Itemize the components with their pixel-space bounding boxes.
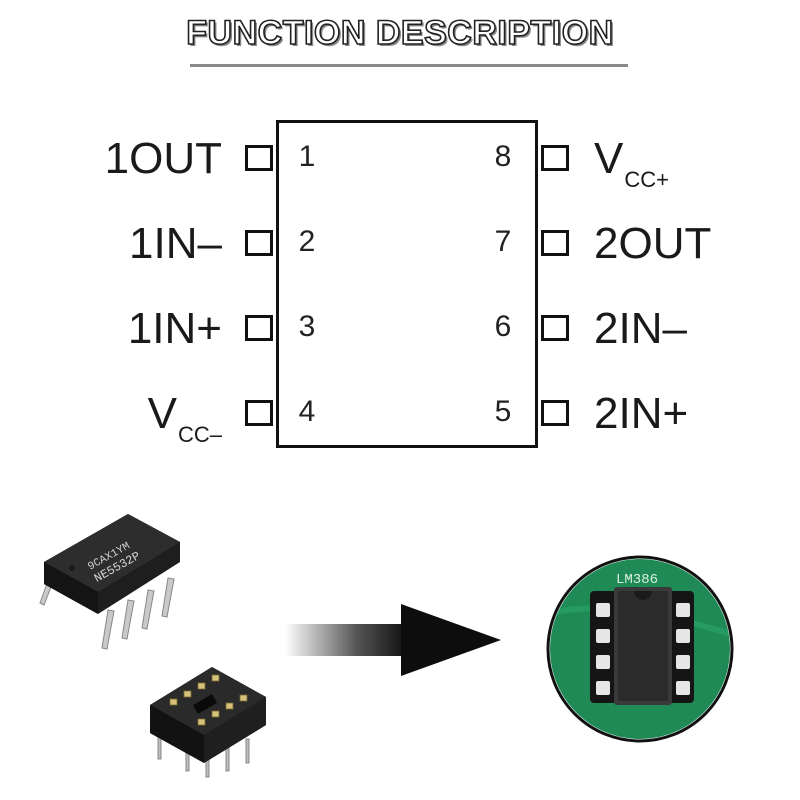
pin-label-5: 2IN+ [594, 389, 689, 438]
pin-number-6: 6 [494, 310, 512, 343]
pin-label-8: VCC+ [594, 134, 669, 192]
pin-pad-3 [245, 315, 273, 341]
pin-label-7: 2OUT [594, 219, 712, 268]
dip-chip-photo: 9CAX1YM NE5532P [39, 514, 180, 650]
pin-pad-6 [541, 315, 569, 341]
page-title: FUNCTION DESCRIPTION [185, 13, 614, 53]
pin-pad-1 [245, 145, 273, 171]
pin-label-3: 1IN+ [127, 304, 222, 353]
pcb-marking: LM386 [616, 572, 658, 588]
pin-pad-2 [245, 230, 273, 256]
title-underline [190, 64, 628, 67]
pin-label-8-subscript: CC+ [624, 167, 669, 192]
pin-number-2: 2 [298, 225, 316, 258]
pin-number-4: 4 [298, 395, 316, 428]
pin-label-4: VCC– [147, 389, 222, 447]
pin-label-2: 1IN– [129, 219, 222, 268]
pin-pad-4 [245, 400, 273, 426]
pin-number-1: 1 [298, 140, 316, 173]
pin-pad-5 [541, 400, 569, 426]
pin-pad-8 [541, 145, 569, 171]
pin-number-8: 8 [494, 140, 512, 173]
pin-number-3: 3 [298, 310, 316, 343]
pin-pad-7 [541, 230, 569, 256]
pin-label-6: 2IN– [594, 304, 687, 353]
arrow-right-icon [285, 604, 501, 676]
pin-number-7: 7 [494, 225, 512, 258]
pin-label-4-subscript: CC– [177, 422, 222, 447]
pin-label-1: 1OUT [104, 134, 222, 183]
ic-package-outline [276, 120, 538, 448]
pin-number-5: 5 [494, 395, 512, 428]
pcb-socket-photo: LM386 [546, 555, 734, 743]
dip-socket-photo [150, 667, 266, 778]
